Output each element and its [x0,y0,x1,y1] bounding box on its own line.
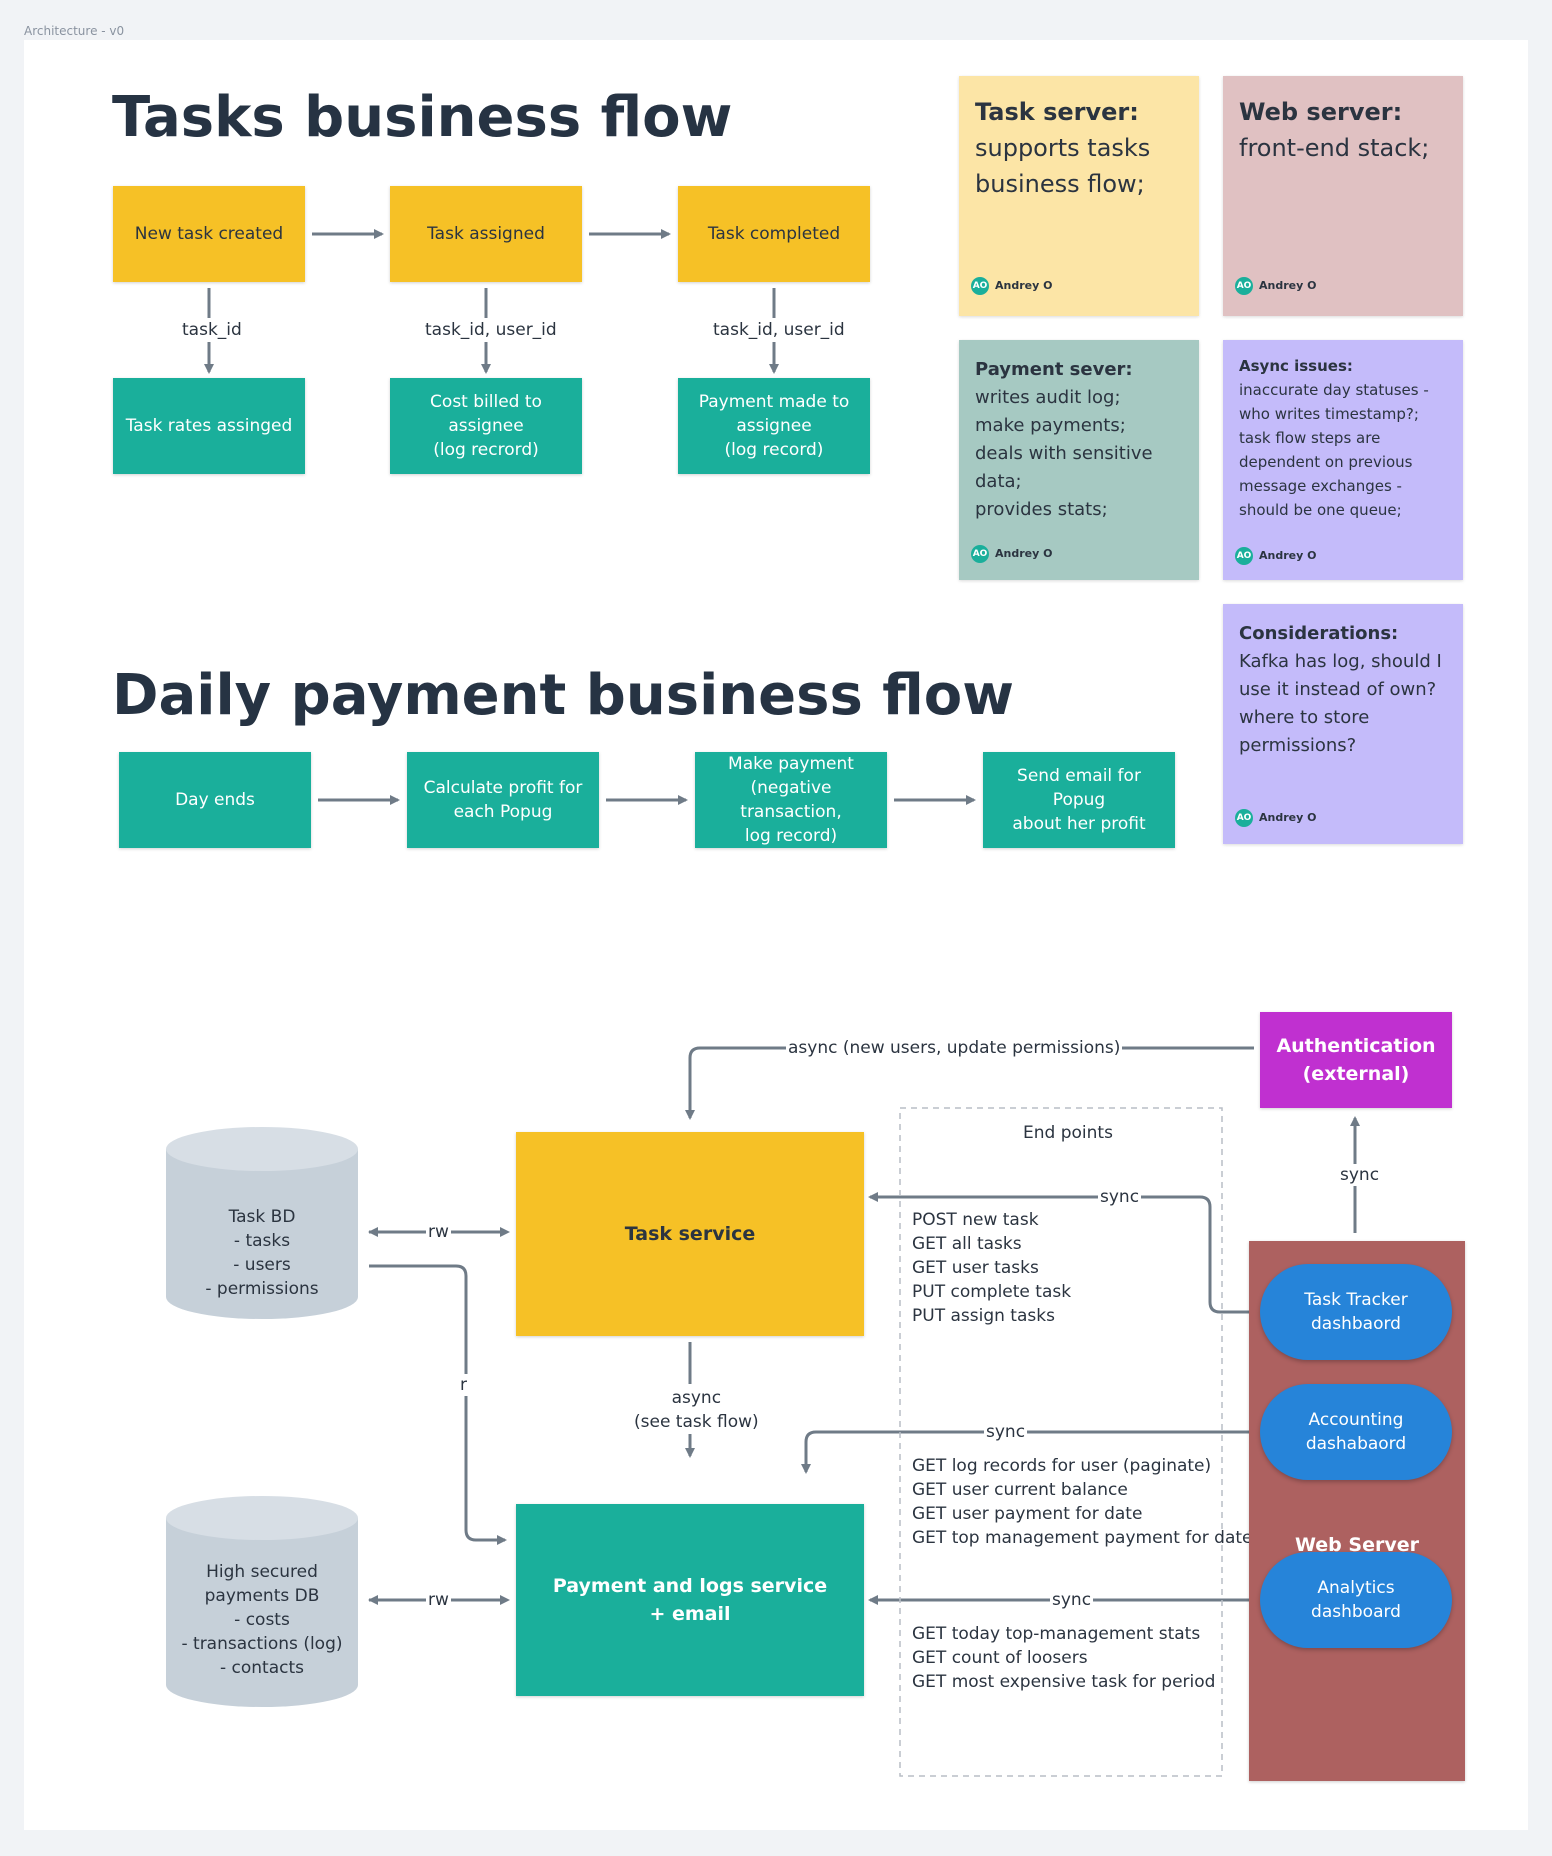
tasks-flow-title: Tasks business flow [112,85,733,150]
payment-service-box[interactable]: Payment and logs service + email [516,1504,864,1696]
edge-r [369,1264,507,1545]
sticky-payment-server[interactable]: Payment sever: writes audit log; make pa… [959,340,1199,580]
sticky-author: AO Andrey O [1235,804,1316,832]
flow-result-cost-billed[interactable]: Cost billed to assignee (log recrord) [390,378,582,474]
sticky-author: AO Andrey O [971,268,1052,304]
task-service-box[interactable]: Task service [516,1132,864,1336]
sticky-body: writes audit log; make payments; deals w… [975,387,1153,520]
edge-label-task-id: task_id [180,319,244,341]
sticky-author: AO Andrey O [1235,544,1316,568]
sticky-author: AO Andrey O [1235,268,1316,304]
payment-step-day-ends[interactable]: Day ends [119,752,311,848]
payment-step-calculate-profit[interactable]: Calculate profit for each Popug [407,752,599,848]
sticky-title: Web server: [1239,98,1403,126]
sticky-considerations[interactable]: Considerations: Kafka has log, should I … [1223,604,1463,844]
auth-external-box[interactable]: Authentication (external) [1260,1012,1452,1108]
sticky-body: front-end stack; [1239,134,1430,162]
edge-label-auth-async: async (new users, update permissions) [786,1037,1123,1059]
payment-step-send-email[interactable]: Send email for Popug about her profit [983,752,1175,848]
edge-label-rw-bottom: rw [426,1589,451,1611]
edge-sync-accounting [801,1430,1252,1474]
author-name: Andrey O [1259,549,1317,562]
author-name: Andrey O [1259,811,1317,824]
edge-label-auth-sync: sync [1338,1164,1382,1186]
avatar: AO [1235,277,1253,295]
payment-step-make-payment[interactable]: Make payment (negative transaction, log … [695,752,887,848]
sticky-title: Payment sever: [975,359,1133,380]
flow-step-task-completed[interactable]: Task completed [678,186,870,282]
sticky-task-server[interactable]: Task server: supports tasks business flo… [959,76,1199,316]
sticky-title: Task server: [975,98,1139,126]
flow-step-task-assigned[interactable]: Task assigned [390,186,582,282]
canvas-board: Tasks business flow New task created Tas… [24,40,1528,1830]
edge-label-sync-tasks: sync [1098,1186,1142,1208]
edge-label-task-user-2: task_id, user_id [711,319,847,341]
task-db-cylinder [166,1127,358,1319]
sticky-body: Kafka has log, should I use it instead o… [1239,651,1442,756]
edge-label-sync-accounting: sync [984,1421,1028,1443]
author-name: Andrey O [1259,279,1317,292]
flow-step-new-task[interactable]: New task created [113,186,305,282]
web-server-label: Web Server [1295,1534,1419,1556]
analytics-dashboard[interactable]: Analytics dashboard [1260,1552,1452,1648]
payments-db-label: High secured payments DB - costs - trans… [181,1562,343,1678]
task-db-label: Task BD - tasks - users - permissions [205,1207,319,1299]
endpoints-title: End points [1021,1122,1115,1144]
sticky-author: AO Andrey O [971,540,1052,568]
frame-label: Architecture - v0 [24,24,125,38]
sticky-web-server[interactable]: Web server: front-end stack; AO Andrey O [1223,76,1463,316]
endpoints-analytics: GET today top-management stats GET count… [912,1624,1216,1692]
avatar: AO [971,545,989,563]
edge-label-task-user-1: task_id, user_id [423,319,559,341]
flow-result-payment-made[interactable]: Payment made to assignee (log record) [678,378,870,474]
endpoints-accounting: GET log records for user (paginate) GET … [912,1456,1253,1548]
edge-sync-tasks [868,1192,1255,1314]
author-name: Andrey O [995,279,1053,292]
edge-label-sync-analytics: sync [1050,1589,1094,1611]
payment-flow-title: Daily payment business flow [112,663,1014,728]
sticky-async-issues[interactable]: Async issues: inaccurate day statuses - … [1223,340,1463,580]
sticky-title: Considerations: [1239,623,1399,644]
task-tracker-dashboard[interactable]: Task Tracker dashbaord [1260,1264,1452,1360]
edge-label-rw-top: rw [426,1221,451,1243]
author-name: Andrey O [995,547,1053,560]
avatar: AO [1235,809,1253,827]
accounting-dashboard[interactable]: Accounting dashabaord [1260,1384,1452,1480]
endpoints-tasks: POST new task GET all tasks GET user tas… [912,1210,1072,1326]
arrow-auth-task [685,1046,1254,1120]
payments-db-cylinder [166,1496,358,1707]
edge-label-r: r [458,1374,469,1396]
sticky-title: Async issues: [1239,357,1353,375]
sticky-body: supports tasks business flow; [975,134,1151,198]
avatar: AO [1235,547,1253,565]
sticky-body: inaccurate day statuses - who writes tim… [1239,381,1429,519]
flow-result-task-rates[interactable]: Task rates assinged [113,378,305,474]
avatar: AO [971,277,989,295]
edge-label-async: async (see task flow) [632,1386,761,1434]
